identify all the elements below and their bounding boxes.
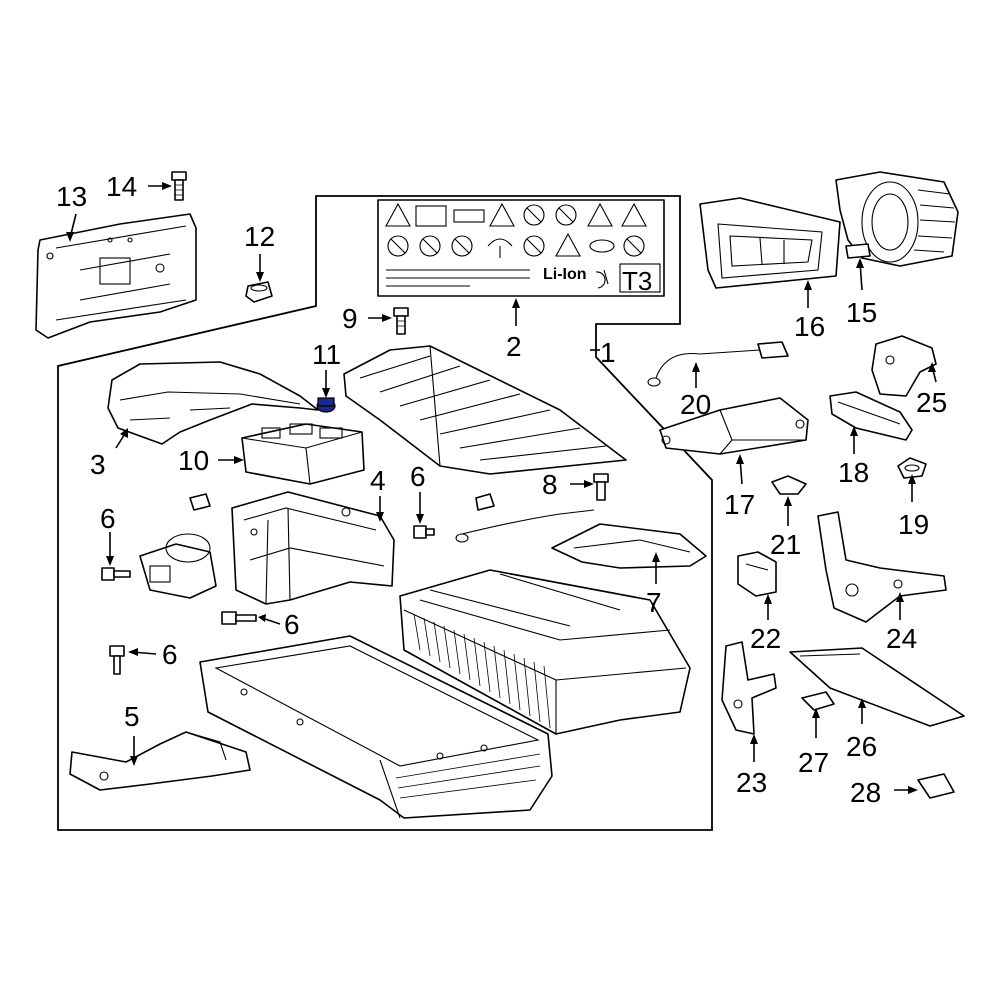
callout-5: 5 bbox=[124, 701, 140, 732]
callout-11: 11 bbox=[312, 339, 341, 370]
bolt-9 bbox=[393, 307, 409, 335]
bolt-8 bbox=[593, 473, 609, 501]
bolt-6-d bbox=[109, 645, 125, 675]
callout-28: 28 bbox=[850, 777, 881, 808]
callout-26: 26 bbox=[846, 731, 877, 762]
clip-27 bbox=[801, 691, 835, 711]
clip-21 bbox=[771, 475, 807, 495]
callout-7: 7 bbox=[646, 587, 662, 618]
clip-28 bbox=[917, 773, 955, 799]
insulator-pad-26 bbox=[789, 647, 965, 727]
callout-27: 27 bbox=[798, 747, 829, 778]
harness-ring bbox=[455, 533, 469, 543]
callout-23: 23 bbox=[736, 767, 767, 798]
blower-fan-15 bbox=[835, 171, 959, 267]
callout-2: 2 bbox=[506, 331, 522, 362]
callout-12: 12 bbox=[244, 221, 275, 252]
leader-lines bbox=[66, 182, 937, 794]
grommet-19 bbox=[897, 457, 927, 479]
assembly-outline bbox=[57, 195, 713, 831]
temp-sensor-20 bbox=[647, 341, 789, 387]
cover-plate-13 bbox=[35, 213, 197, 339]
callout-15: 15 bbox=[846, 297, 877, 328]
callout-13: 13 bbox=[56, 181, 87, 212]
bracket-24 bbox=[817, 511, 947, 623]
callout-21: 21 bbox=[770, 529, 801, 560]
junction-block-10 bbox=[241, 423, 365, 485]
callout-9: 9 bbox=[342, 303, 358, 334]
bracket-frame-4 bbox=[231, 491, 395, 605]
callout-10: 10 bbox=[178, 445, 209, 476]
callout-3: 3 bbox=[90, 449, 106, 480]
bracket-25 bbox=[871, 335, 937, 397]
connector-22 bbox=[737, 551, 777, 597]
label-battery-type: Li-Ion bbox=[543, 266, 587, 283]
callout-6-b: 6 bbox=[100, 503, 116, 534]
bracket-7 bbox=[551, 523, 707, 569]
battery-module-stack bbox=[399, 569, 691, 735]
callout-24: 24 bbox=[886, 623, 917, 654]
callout-6-a: 6 bbox=[410, 461, 426, 492]
callout-22: 22 bbox=[750, 623, 781, 654]
callout-16: 16 bbox=[794, 311, 825, 342]
bolt-6-b bbox=[413, 525, 435, 539]
bolt-14 bbox=[171, 171, 187, 201]
label-class-code: T3 bbox=[622, 266, 652, 296]
wire-harness bbox=[461, 509, 595, 535]
bracket-plate-5 bbox=[69, 731, 251, 791]
warning-label-2: Li-Ion T3 bbox=[377, 199, 665, 297]
battery-top-cover bbox=[343, 345, 627, 475]
callout-18: 18 bbox=[838, 457, 869, 488]
bracket-23 bbox=[721, 641, 777, 735]
nut-small bbox=[189, 493, 495, 511]
callout-19: 19 bbox=[898, 509, 929, 540]
duct-adapter-17 bbox=[659, 397, 809, 455]
sensor-assembly bbox=[139, 533, 217, 599]
callout-20: 20 bbox=[680, 389, 711, 420]
callout-25: 25 bbox=[916, 387, 947, 418]
callout-6-d: 6 bbox=[162, 639, 178, 670]
bolt-6-a bbox=[101, 567, 131, 581]
duct-16 bbox=[699, 197, 841, 289]
callout-17: 17 bbox=[724, 489, 755, 520]
lower-tray bbox=[199, 635, 553, 819]
bracket-18 bbox=[829, 391, 913, 441]
bolt-6-c bbox=[221, 611, 257, 625]
grommet-11 bbox=[316, 397, 336, 413]
callout-8: 8 bbox=[542, 469, 558, 500]
nut-12 bbox=[245, 281, 273, 303]
callout-4: 4 bbox=[370, 465, 386, 496]
callout-6-c: 6 bbox=[284, 609, 300, 640]
callout-1: 1 bbox=[600, 337, 616, 368]
callout-labels: 1 2 3 4 5 6 6 6 6 7 8 9 10 11 12 13 14 1… bbox=[56, 171, 947, 808]
callout-14: 14 bbox=[106, 171, 137, 202]
